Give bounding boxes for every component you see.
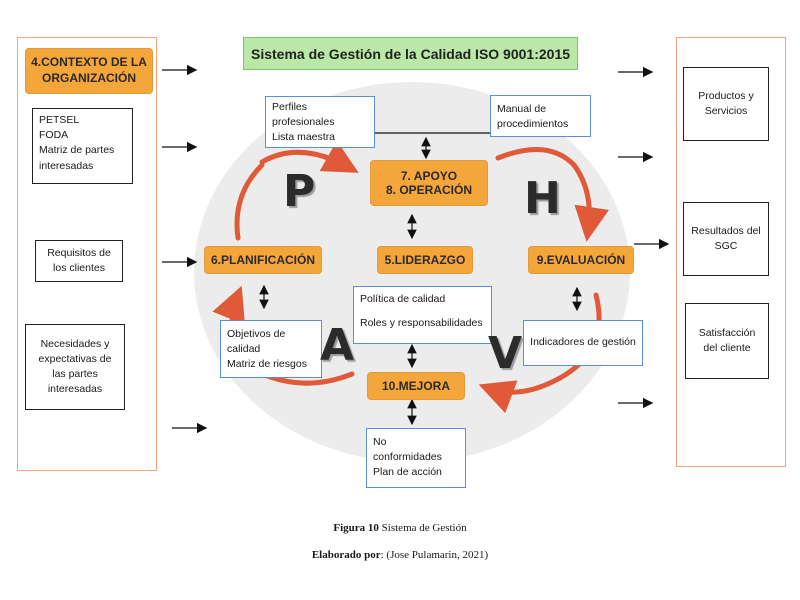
mejora-box: 10.MEJORA [367,372,465,400]
matriz-partes-text: Matriz de partes [39,144,115,157]
diagram-title: Sistema de Gestión de la Calidad ISO 900… [243,37,578,70]
resultados-box: Resultados del SGC [683,202,769,276]
necesidades-box: Necesidades y expectativas de las partes… [25,324,125,410]
satisfaccion-box: Satisfacción del cliente [685,303,769,379]
operacion-label: 8. OPERACIÓN [385,183,472,197]
contexto-box: PETSEL FODA Matriz de partes interesadas [32,108,133,184]
letter-v: V [488,328,523,379]
politica-text: Política de calidad [360,293,446,305]
objetivos-line3: Matriz de riesgos [227,358,307,371]
contexto-header: 4.CONTEXTO DE LA ORGANIZACIÓN [25,48,153,94]
requisitos-box: Requisitos de los clientes [35,240,123,282]
letter-a: A [320,320,355,371]
perfiles-line1: Perfiles [272,101,308,113]
author-caption: Elaborado por: (Jose Pulamarin, 2021) [0,549,800,561]
planificacion-box: 6.PLANIFICACIÓN [204,246,322,274]
figure-label: Figura 10 [333,522,379,534]
apoyo-label: 7. APOYO [400,169,458,183]
perfiles-line2: profesionales [272,116,335,129]
roles-text: Roles y responsabilidades [360,317,483,330]
cycle-arrow-left [234,162,265,241]
objetivos-box: Objetivos de calidad Matriz de riesgos [220,320,322,378]
apoyo-operacion-box: 7. APOYO 8. OPERACIÓN [370,160,488,206]
figure-text: Sistema de Gestión [381,522,467,534]
cycle-arrow-top-right [495,147,577,168]
indicadores-box: Indicadores de gestión [523,320,643,366]
cycle-arrow-top-left [259,140,359,173]
author-label: Elaborado por [311,549,381,561]
noconf-line3: Plan de acción [373,466,442,479]
cycle-arrow-right [571,162,610,242]
objetivos-line1: Objetivos de [227,328,286,340]
manual-box: Manual de procedimientos [490,95,591,137]
letter-h: H [524,173,561,224]
figure-caption: Figura 10 Sistema de Gestión [0,522,800,534]
author-text: : (Jose Pulamarin, 2021) [380,549,489,561]
foda-text: FODA [39,129,69,142]
perfiles-line3: Lista maestra [272,131,336,144]
noconf-line2: conformidades [373,451,442,464]
letter-p: P [283,166,316,217]
noconf-line1: No [373,436,387,448]
cycle-arrow-bottom [478,375,563,414]
productos-box: Productos y Servicios [683,67,769,141]
evaluacion-box: 9.EVALUACIÓN [528,246,634,274]
politica-box: Política de calidad Roles y responsabili… [353,286,492,344]
petsel-text: PETSEL [39,114,80,126]
noconformidades-box: No conformidades Plan de acción [366,428,466,488]
liderazgo-box: 5.LIDERAZGO [377,246,473,274]
perfiles-box: Perfiles profesionales Lista maestra [265,96,375,148]
objetivos-line2: calidad [227,343,261,356]
interesadas-text: interesadas [39,159,94,172]
